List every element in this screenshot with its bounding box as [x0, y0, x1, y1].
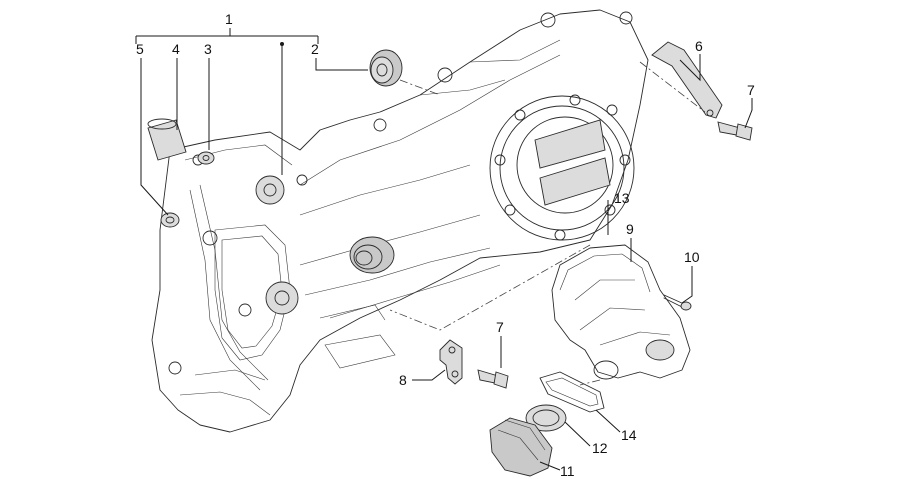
callout-8: 8 [399, 372, 407, 388]
callout-12: 12 [592, 440, 608, 456]
callout-labels: 1 5 4 3 2 6 7 13 9 10 7 8 14 12 11 [136, 11, 755, 479]
cover-round-flange [489, 94, 635, 241]
cover-bosses [168, 11, 633, 375]
seal-part-12 [525, 404, 567, 432]
callout-5: 5 [136, 41, 144, 57]
callout-13: 13 [614, 190, 630, 206]
callout-1: 1 [225, 11, 233, 27]
callout-11: 11 [560, 463, 575, 479]
callout-7-top: 7 [747, 82, 755, 98]
callout-2: 2 [311, 41, 319, 57]
bracket-part-8 [439, 339, 463, 385]
cover-center-boss [349, 236, 395, 274]
clamp-part-14 [539, 371, 605, 413]
callout-3: 3 [204, 41, 212, 57]
bolt-part-7-top [717, 121, 753, 141]
assembly-axis-lines [389, 61, 706, 386]
callout-4: 4 [172, 41, 180, 57]
callout-14: 14 [621, 427, 637, 443]
bracket-part-6 [651, 41, 723, 119]
cap-part-11 [489, 417, 553, 477]
callout-7-lower: 7 [496, 319, 504, 335]
bolt-part-7-lower [477, 369, 509, 389]
leader-lines [135, 28, 753, 471]
callout-10: 10 [684, 249, 700, 265]
ring-part-3 [197, 151, 215, 165]
intake-duct-part-9 [551, 244, 691, 380]
bearing-part-2 [369, 49, 403, 87]
bushing-part-4 [147, 118, 187, 161]
dowel-part-5 [160, 212, 180, 228]
transmission-cover [151, 9, 649, 433]
screw-part-10 [663, 294, 692, 311]
callout-9: 9 [626, 221, 634, 237]
cover-outline [151, 9, 649, 433]
callout-6: 6 [695, 38, 703, 54]
